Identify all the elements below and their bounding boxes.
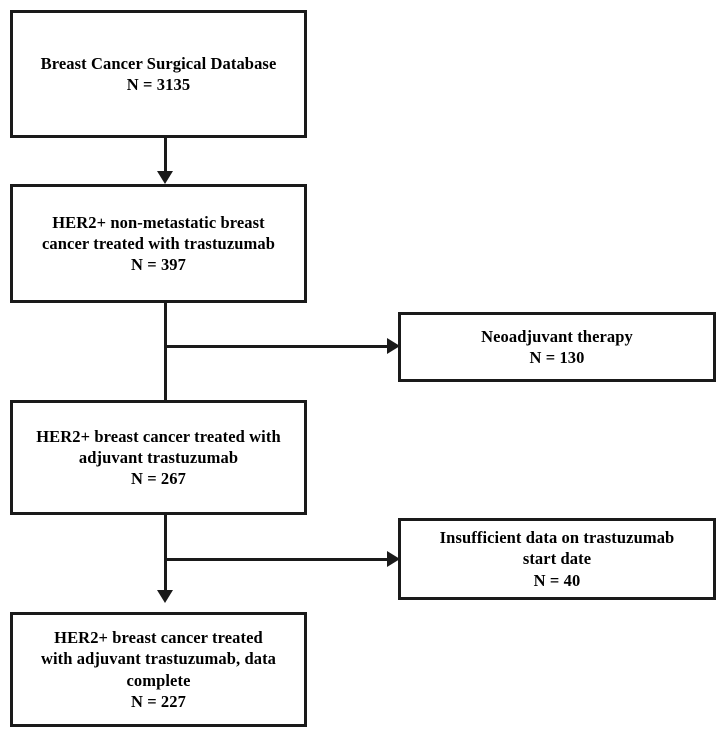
connector-node3-to-exclusion2	[164, 558, 393, 561]
flow-node-neoadjuvant-therapy: Neoadjuvant therapy N = 130	[398, 312, 716, 382]
flow-node-label: Neoadjuvant therapy N = 130	[481, 326, 633, 367]
arrowhead-right-icon	[387, 338, 400, 354]
flow-node-label: HER2+ breast cancer treated with adjuvan…	[40, 628, 277, 711]
arrowhead-down-icon	[157, 171, 173, 184]
flow-node-label: Insufficient data on trastuzumab start d…	[439, 528, 675, 590]
arrowhead-down-icon	[157, 590, 173, 603]
flow-node-her2-non-metastatic-trastuzumab: HER2+ non-metastatic breast cancer treat…	[10, 184, 307, 303]
arrowhead-right-icon	[387, 551, 400, 567]
connector-node2-to-exclusion1	[164, 345, 393, 348]
flow-node-her2-adjuvant-trastuzumab-data-complete: HER2+ breast cancer treated with adjuvan…	[10, 612, 307, 727]
connector-node1-to-node2	[164, 138, 167, 173]
flow-node-label: HER2+ non-metastatic breast cancer treat…	[42, 212, 275, 275]
flow-node-insufficient-data-start-date: Insufficient data on trastuzumab start d…	[398, 518, 716, 600]
flow-node-her2-adjuvant-trastuzumab: HER2+ breast cancer treated with adjuvan…	[10, 400, 307, 515]
flow-node-label: Breast Cancer Surgical Database N = 3135	[40, 53, 277, 94]
flow-node-breast-cancer-surgical-database: Breast Cancer Surgical Database N = 3135	[10, 10, 307, 138]
flow-node-label: HER2+ breast cancer treated with adjuvan…	[36, 426, 281, 489]
